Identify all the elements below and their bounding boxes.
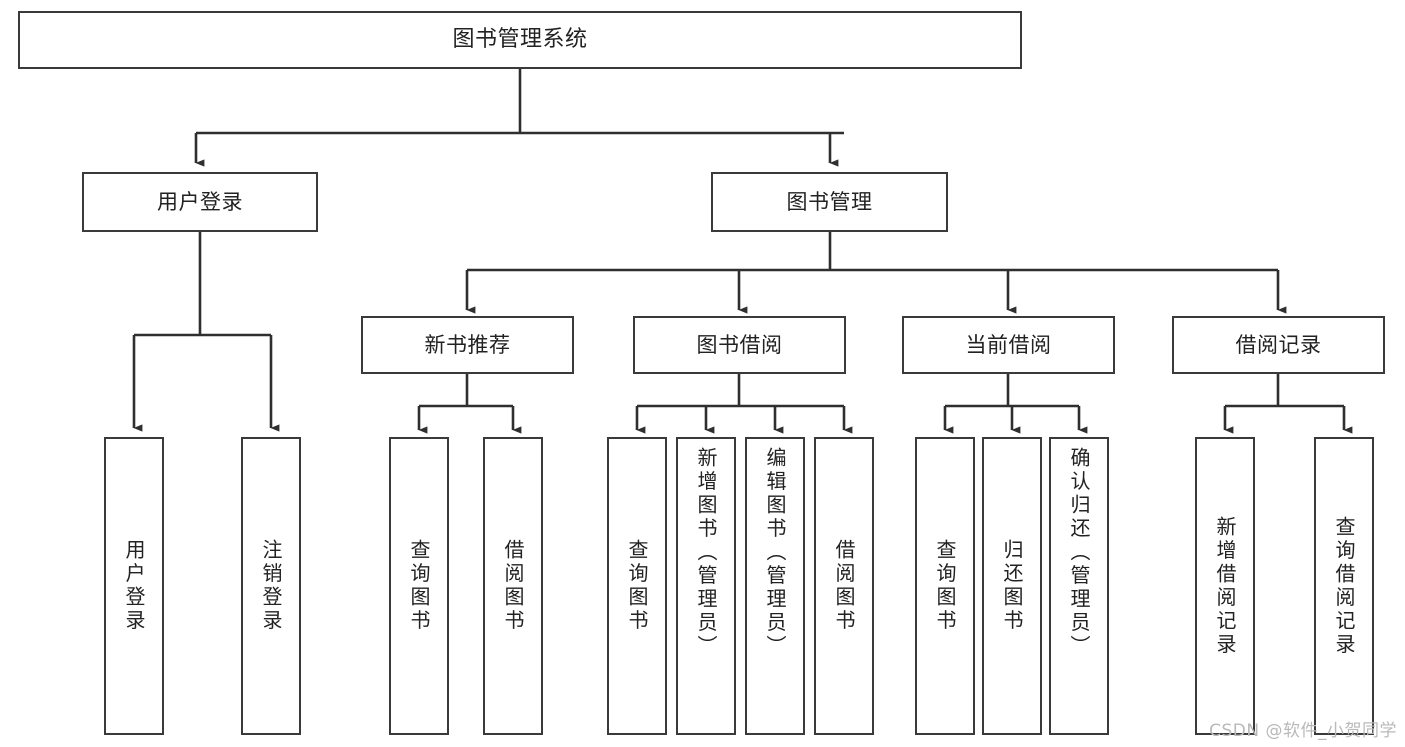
leaf-confirm-return-admin[interactable]: 确认归还（管理员） xyxy=(1049,437,1109,735)
leaf-logout[interactable]: 注销登录 xyxy=(241,437,301,735)
node-label: 图书管理系统 xyxy=(452,27,588,53)
leaf-query-book-recommend[interactable]: 查询图书 xyxy=(389,437,449,735)
leaf-add-borrow-record[interactable]: 新增借阅记录 xyxy=(1195,437,1255,735)
leaf-query-borrow-record[interactable]: 查询借阅记录 xyxy=(1314,437,1374,735)
node-label: 查询图书 xyxy=(933,539,957,633)
node-label: 用户登录 xyxy=(157,189,243,214)
leaf-query-book-borrow[interactable]: 查询图书 xyxy=(607,437,667,735)
leaf-edit-book-admin[interactable]: 编辑图书（管理员） xyxy=(745,437,805,735)
node-label: 借阅记录 xyxy=(1235,332,1322,357)
leaf-borrow-book-recommend[interactable]: 借阅图书 xyxy=(483,437,543,735)
node-root-book-management-system[interactable]: 图书管理系统 xyxy=(18,11,1022,69)
node-label: 当前借阅 xyxy=(965,332,1052,357)
leaf-borrow-book[interactable]: 借阅图书 xyxy=(814,437,874,735)
node-label: 新增图书（管理员） xyxy=(694,447,718,659)
node-label: 图书借阅 xyxy=(696,332,783,357)
node-label: 确认归还（管理员） xyxy=(1067,447,1091,659)
node-new-book-recommend[interactable]: 新书推荐 xyxy=(361,316,574,374)
node-current-borrow[interactable]: 当前借阅 xyxy=(902,316,1115,374)
node-book-management[interactable]: 图书管理 xyxy=(711,172,948,232)
leaf-query-book-current[interactable]: 查询图书 xyxy=(915,437,975,735)
leaf-user-login[interactable]: 用户登录 xyxy=(104,437,164,735)
node-label: 借阅图书 xyxy=(832,539,856,633)
node-label: 编辑图书（管理员） xyxy=(763,447,787,659)
leaf-return-book[interactable]: 归还图书 xyxy=(982,437,1042,735)
node-label: 归还图书 xyxy=(1000,539,1024,633)
node-label: 注销登录 xyxy=(259,539,283,633)
node-user-login[interactable]: 用户登录 xyxy=(82,172,318,232)
watermark-text: CSDN @软件_小贺同学 xyxy=(1209,721,1397,741)
node-label: 图书管理 xyxy=(786,189,873,214)
node-label: 借阅图书 xyxy=(501,539,525,633)
leaf-add-book-admin[interactable]: 新增图书（管理员） xyxy=(676,437,736,735)
node-label: 查询图书 xyxy=(407,539,431,633)
node-borrow-record[interactable]: 借阅记录 xyxy=(1172,316,1385,374)
node-book-borrow[interactable]: 图书借阅 xyxy=(633,316,846,374)
node-label: 查询图书 xyxy=(625,539,649,633)
node-label: 用户登录 xyxy=(122,539,146,633)
node-label: 查询借阅记录 xyxy=(1332,515,1356,657)
node-label: 新书推荐 xyxy=(424,332,511,357)
node-label: 新增借阅记录 xyxy=(1213,515,1237,657)
